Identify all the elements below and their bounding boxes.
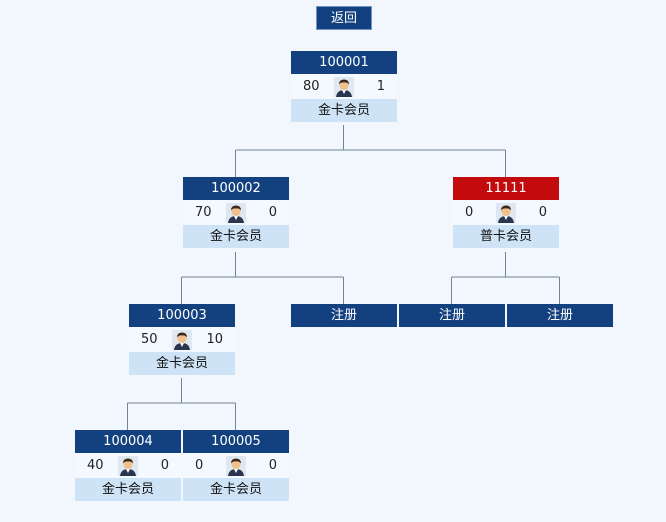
member-avatar-icon [496, 202, 516, 223]
right-count: 0 [268, 205, 277, 220]
member-level: 普卡会员 [453, 225, 559, 248]
member-avatar-icon [226, 455, 246, 476]
member-node-100005: 100005 0 0 金卡会员 [183, 430, 289, 501]
member-level: 金卡会员 [75, 478, 181, 501]
member-id-link[interactable]: 100002 [183, 177, 289, 200]
member-avatar-icon [334, 76, 354, 97]
register-button[interactable]: 注册 [507, 304, 613, 327]
member-level: 金卡会员 [183, 225, 289, 248]
member-avatar-icon [118, 455, 138, 476]
right-count: 10 [206, 332, 223, 347]
left-count: 40 [87, 458, 104, 473]
member-stats: 0 0 [453, 200, 559, 225]
right-count: 0 [268, 458, 277, 473]
member-level: 金卡会员 [183, 478, 289, 501]
left-count: 50 [141, 332, 158, 347]
member-stats: 0 0 [183, 453, 289, 478]
member-id-link[interactable]: 100001 [291, 51, 397, 74]
right-count: 1 [376, 79, 385, 94]
member-level: 金卡会员 [129, 352, 235, 375]
member-node-100002: 100002 70 0 金卡会员 [183, 177, 289, 248]
member-level: 金卡会员 [291, 99, 397, 122]
right-count: 0 [538, 205, 547, 220]
member-stats: 80 1 [291, 74, 397, 99]
back-button[interactable]: 返回 [316, 6, 372, 30]
left-count: 0 [195, 458, 204, 473]
member-avatar-icon [172, 329, 192, 350]
member-stats: 70 0 [183, 200, 289, 225]
register-button[interactable]: 注册 [291, 304, 397, 327]
member-node-100001: 100001 80 1 金卡会员 [291, 51, 397, 122]
member-id-link[interactable]: 11111 [453, 177, 559, 200]
member-stats: 50 10 [129, 327, 235, 352]
member-node-100004: 100004 40 0 金卡会员 [75, 430, 181, 501]
member-id-link[interactable]: 100005 [183, 430, 289, 453]
member-node-11111: 11111 0 0 普卡会员 [453, 177, 559, 248]
register-button[interactable]: 注册 [399, 304, 505, 327]
left-count: 70 [195, 205, 212, 220]
left-count: 80 [303, 79, 320, 94]
member-node-100003: 100003 50 10 金卡会员 [129, 304, 235, 375]
member-avatar-icon [226, 202, 246, 223]
member-stats: 40 0 [75, 453, 181, 478]
left-count: 0 [465, 205, 474, 220]
member-id-link[interactable]: 100004 [75, 430, 181, 453]
member-id-link[interactable]: 100003 [129, 304, 235, 327]
right-count: 0 [160, 458, 169, 473]
